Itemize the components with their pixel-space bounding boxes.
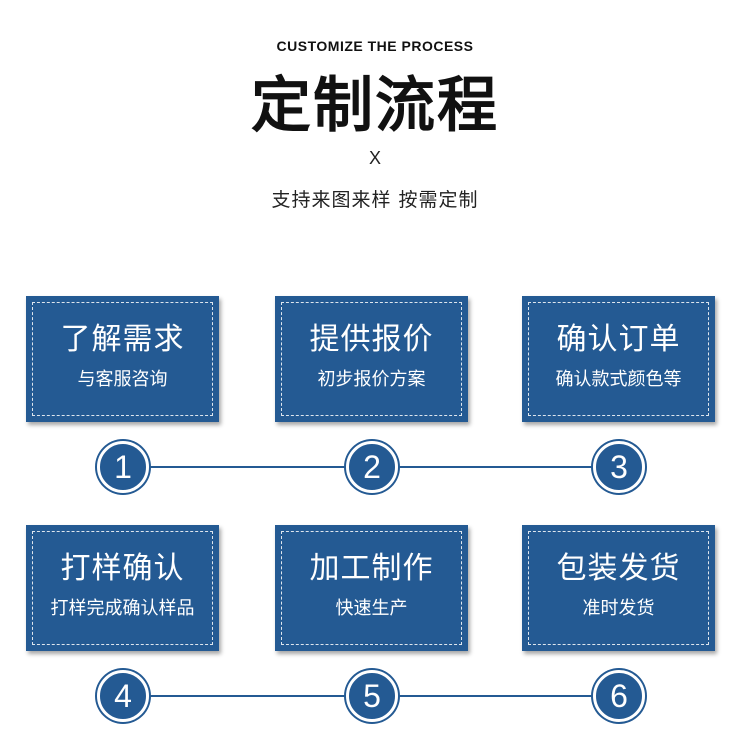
step-number-1: 1 xyxy=(97,441,149,493)
english-subtitle: CUSTOMIZE THE PROCESS xyxy=(276,38,474,54)
step-card-1: 了解需求 与客服咨询 xyxy=(26,296,219,422)
step-number-3: 3 xyxy=(593,441,645,493)
step-description: 确认款式颜色等 xyxy=(555,369,682,390)
x-divider: X xyxy=(368,148,381,168)
page-title: 定制流程 xyxy=(251,71,499,141)
card-dashed-border xyxy=(281,302,462,416)
step-title: 加工制作 xyxy=(309,551,434,586)
step-description: 初步报价方案 xyxy=(317,369,426,390)
step-title: 提供报价 xyxy=(309,322,434,357)
step-card-6: 包装发货 准时发货 xyxy=(522,525,715,651)
step-description: 准时发货 xyxy=(582,598,655,619)
step-description: 快速生产 xyxy=(335,598,408,619)
card-dashed-border xyxy=(32,531,213,645)
step-title: 了解需求 xyxy=(60,322,185,357)
step-title: 包装发货 xyxy=(556,551,681,586)
step-title: 确认订单 xyxy=(556,322,681,357)
step-number-2: 2 xyxy=(346,441,398,493)
step-number-5: 5 xyxy=(346,670,398,722)
card-dashed-border xyxy=(528,302,709,416)
step-card-3: 确认订单 确认款式颜色等 xyxy=(522,296,715,422)
card-dashed-border xyxy=(281,531,462,645)
step-description: 打样完成确认样品 xyxy=(50,598,195,619)
step-description: 与客服咨询 xyxy=(77,369,168,390)
card-dashed-border xyxy=(528,531,709,645)
step-number-6: 6 xyxy=(593,670,645,722)
step-title: 打样确认 xyxy=(60,551,185,586)
card-dashed-border xyxy=(32,302,213,416)
step-card-5: 加工制作 快速生产 xyxy=(275,525,468,651)
step-number-4: 4 xyxy=(97,670,149,722)
step-card-2: 提供报价 初步报价方案 xyxy=(275,296,468,422)
tagline: 支持来图来样 按需定制 xyxy=(271,189,479,211)
step-card-4: 打样确认 打样完成确认样品 xyxy=(26,525,219,651)
